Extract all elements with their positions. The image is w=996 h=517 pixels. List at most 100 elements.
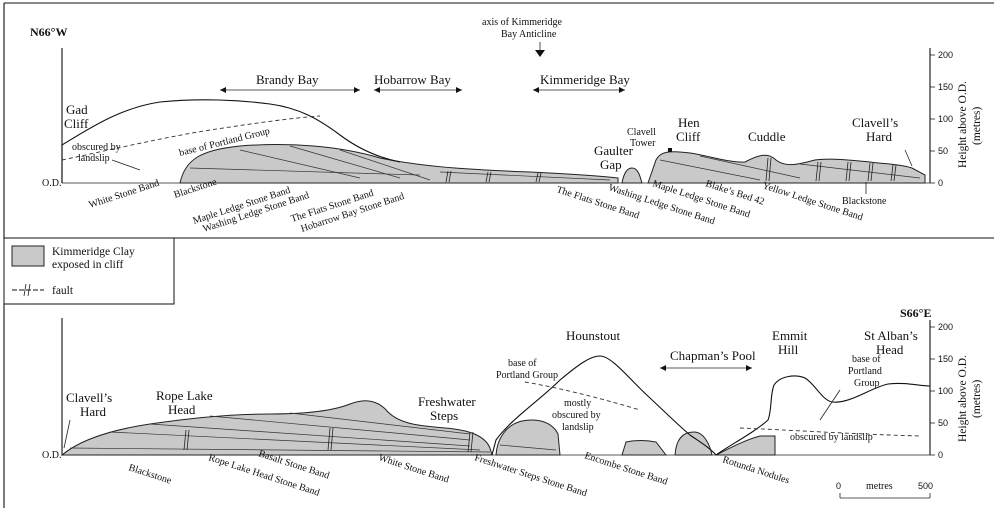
rope-lake-head-label-1: Rope Lake: [156, 388, 213, 403]
bottom-band-label-white-stone: White Stone Band: [377, 452, 450, 485]
clavells-hard-label-2: Hard: [866, 129, 892, 144]
top-tick-50: 50: [938, 146, 948, 156]
gad-cliff-label-2: Cliff: [64, 116, 89, 131]
top-clay-main: [179, 144, 619, 184]
gaulter-gap-label-2: Gap: [600, 157, 622, 172]
bottom-band-label-freshwater-steps: Freshwater Steps Stone Band: [473, 452, 588, 499]
legend-clay-swatch: [11, 245, 45, 267]
anticline-axis-arrow-icon: [535, 50, 545, 57]
top-tick-150: 150: [938, 82, 953, 92]
bottom-band-label-rotunda: Rotunda Nodules: [721, 454, 791, 486]
top-base-portland-line: [61, 115, 321, 161]
top-cliff-profile: [61, 99, 401, 163]
bottom-bearing-label: S66°E: [900, 306, 931, 320]
emmit-hill-label-1: Emmit: [772, 328, 808, 343]
legend: Kimmeridge Clay exposed in cliff fault: [3, 237, 994, 305]
hounstout-obscured-2: obscured by: [552, 410, 601, 421]
emmit-obscured-label: obscured by landslip: [790, 432, 873, 443]
fault-symbol: [845, 161, 852, 182]
top-height-axis: 200 150 100 50 0 Height above O.D. (metr…: [929, 48, 983, 188]
anticline-axis-label-line2: Bay Anticline: [501, 29, 557, 40]
band-label-blackstone-2: Blackstone: [842, 196, 887, 207]
top-tick-100: 100: [938, 114, 953, 124]
bottom-band-label-encombe: Encombe Stone Band: [583, 450, 669, 487]
legend-clay-label-1: Kimmeridge Clay: [52, 246, 135, 258]
freshwater-steps-label-1: Freshwater: [418, 394, 476, 409]
fault-symbol: [890, 164, 897, 182]
bottom-emmit-profile: [715, 375, 931, 456]
top-od-label: O.D.: [42, 178, 61, 189]
scale-max: 500: [918, 481, 933, 491]
bottom-clay-emmit-foot: [715, 435, 776, 456]
legend-fault-label: fault: [52, 285, 74, 297]
top-axis-title: Height above O.D.: [957, 81, 969, 168]
top-section: 200 150 100 50 0 Height above O.D. (metr…: [3, 2, 994, 238]
anticline-axis-label-line1: axis of Kimmeridge: [482, 17, 563, 28]
top-stone-band-lines: [189, 145, 921, 181]
st-albans-head-label-1: St Alban’s: [864, 328, 918, 343]
fault-symbol: [815, 161, 822, 182]
bottom-tick-150: 150: [938, 354, 953, 364]
hen-cliff-label-2: Cliff: [676, 129, 701, 144]
bottom-clay-main: [60, 400, 493, 456]
bottom-base-portland-line-right: [739, 427, 921, 437]
fault-symbol: [867, 162, 874, 182]
bottom-axis-title: Height above O.D.: [957, 355, 969, 442]
obscured-landslip-label-2: landslip: [78, 153, 110, 164]
top-bearing-label: N66°W: [30, 25, 67, 39]
top-tick-0: 0: [938, 178, 943, 188]
cuddle-label: Cuddle: [748, 129, 786, 144]
emmit-base-portland-2: Portland: [848, 366, 882, 377]
gaulter-gap-label-1: Gaulter: [594, 143, 634, 158]
kimmeridge-bay-label: Kimmeridge Bay: [540, 72, 630, 87]
clavell-tower-marker: [668, 148, 672, 152]
clavells-hard-label-1: Clavell’s: [852, 115, 898, 130]
clavell-tower-label-2: Tower: [630, 138, 656, 149]
top-bay-arrows: [220, 87, 625, 93]
bottom-tick-0: 0: [938, 450, 943, 460]
gad-cliff-label-1: Gad: [66, 102, 88, 117]
fault-symbol: [445, 170, 452, 183]
bottom-tick-50: 50: [938, 418, 948, 428]
brandy-bay-label: Brandy Bay: [256, 72, 319, 87]
bottom-tick-100: 100: [938, 386, 953, 396]
hounstout-base-portland-1: base of: [508, 358, 537, 369]
top-clay-east: [647, 151, 926, 184]
clavells-hard-leader: [904, 149, 913, 167]
bottom-clay-small-2: [674, 431, 713, 456]
top-tick-200: 200: [938, 50, 953, 60]
bottom-section: 200 150 100 50 0 Height above O.D. (metr…: [3, 304, 983, 508]
chapmans-pool-label: Chapman’s Pool: [670, 348, 756, 363]
bottom-stone-band-lines: [69, 412, 557, 453]
bottom-base-portland-line-left: [524, 381, 641, 411]
bottom-height-axis: 200 150 100 50 0 Height above O.D. (metr…: [929, 320, 983, 460]
rope-lake-head-label-2: Head: [168, 402, 196, 417]
top-axis-unit: (metres): [971, 107, 983, 145]
clavells-hard-bottom-label-1: Clavell’s: [66, 390, 112, 405]
hounstout-obscured-1: mostly: [564, 398, 591, 409]
bottom-axis-unit: (metres): [971, 380, 983, 418]
fault-symbol: [485, 171, 492, 183]
hounstout-obscured-3: landslip: [562, 422, 594, 433]
fault-symbol: [183, 429, 190, 451]
scale-zero: 0: [836, 481, 841, 491]
hobarrow-bay-label: Hobarrow Bay: [374, 72, 451, 87]
obscured-landslip-label-1: obscured by: [72, 142, 121, 153]
bottom-faults: [183, 427, 474, 453]
bottom-band-label-blackstone: Blackstone: [127, 462, 173, 486]
st-albans-head-label-2: Head: [876, 342, 904, 357]
scale-bar: 0 metres 500: [836, 481, 933, 499]
fault-symbol: [467, 431, 474, 453]
bottom-od-label: O.D.: [42, 450, 61, 461]
fault-symbol: [535, 172, 542, 183]
hen-cliff-label-1: Hen: [678, 115, 700, 130]
clavells-hard-bottom-leader: [63, 419, 71, 449]
scale-unit: metres: [866, 481, 893, 492]
emmit-base-portland-leader: [819, 389, 841, 421]
fault-symbol: [327, 427, 334, 451]
emmit-base-portland-3: Group: [854, 378, 880, 389]
fault-symbol: [765, 157, 772, 182]
clavell-tower-label-1: Clavell: [627, 127, 656, 138]
